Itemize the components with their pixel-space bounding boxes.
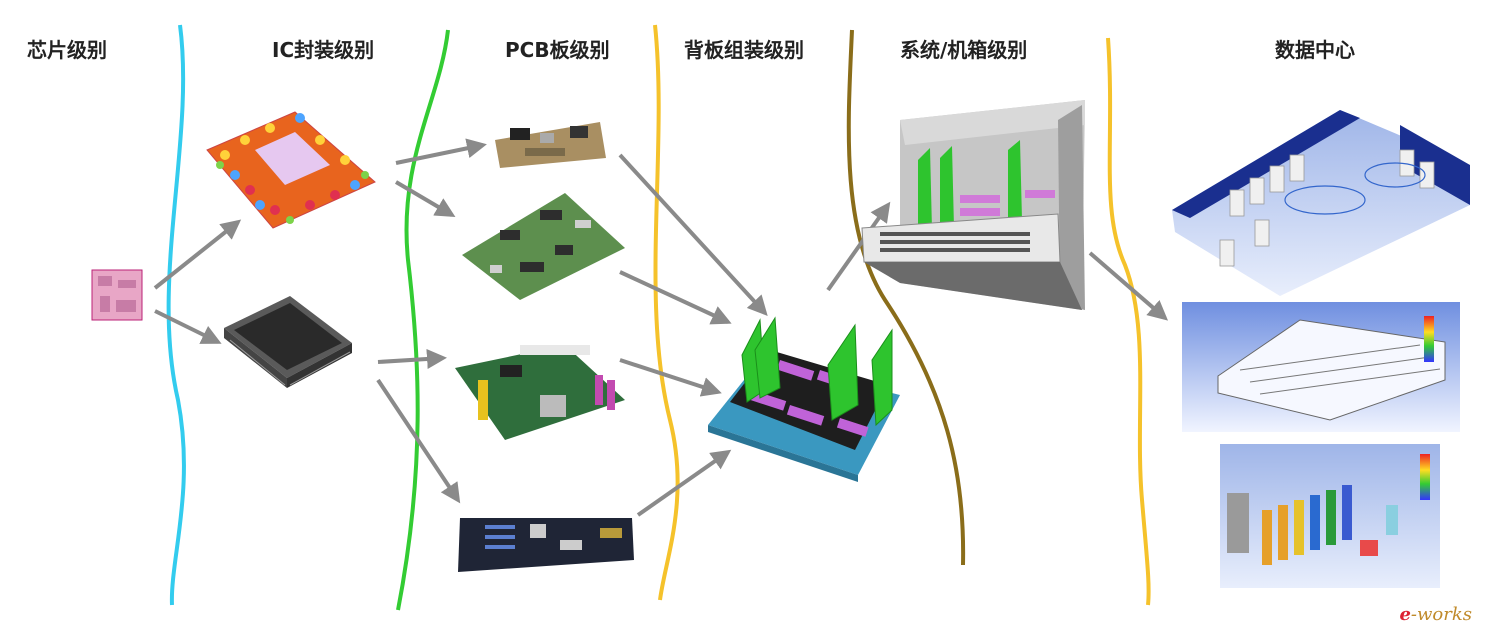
pcb-motherboard-image — [455, 345, 625, 440]
arrow-ic-to-pcb2 — [396, 182, 452, 215]
datacenter-view-3-image — [1220, 444, 1440, 588]
arrow-ic-to-pcb1 — [396, 145, 483, 163]
divider-line-5 — [1108, 38, 1149, 605]
arrow-pcb2-to-backplane — [620, 272, 728, 322]
divider-line-2 — [398, 30, 448, 610]
pcb-board-1-image — [495, 122, 606, 168]
pcb-board-2-image — [462, 193, 625, 300]
arrow-pcb4-to-backplane — [638, 452, 728, 515]
divider-line-1 — [169, 25, 184, 605]
divider-line-3 — [655, 25, 678, 600]
arrow-pcb1-to-backplane — [620, 155, 765, 313]
chip-die-image — [92, 270, 142, 320]
backplane-assembly-image — [708, 318, 900, 482]
divider-line-4 — [849, 30, 963, 565]
datacenter-view-1-image — [1172, 110, 1470, 296]
ic-package-bga-image — [207, 112, 375, 228]
arrow-chip-to-ic-top — [155, 222, 238, 288]
ic-package-qfp-image — [224, 296, 352, 388]
arrow-ic2-to-pcb3 — [378, 358, 443, 362]
pcb-black-card-image — [458, 518, 634, 572]
eworks-logo: e-works — [1399, 604, 1472, 625]
arrow-chip-to-ic-bottom — [155, 311, 218, 342]
system-chassis-image — [862, 100, 1085, 310]
arrow-pcb3-to-backplane — [620, 360, 718, 392]
datacenter-view-2-image — [1182, 302, 1460, 432]
arrow-system-to-datacenter — [1090, 253, 1165, 318]
